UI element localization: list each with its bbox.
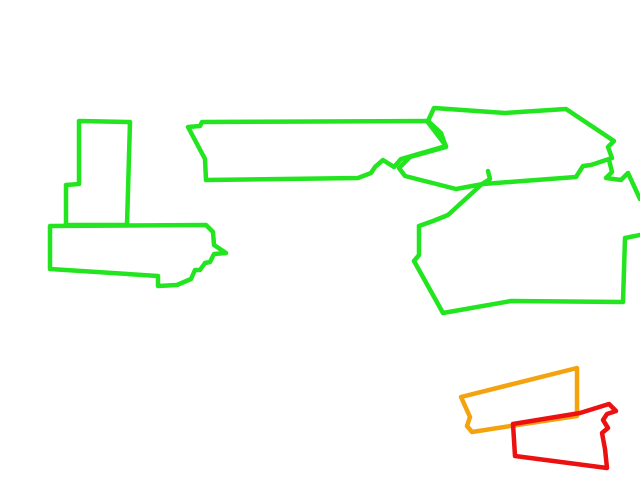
- region-c-outline: [185, 118, 449, 183]
- region-d-outline: [396, 105, 617, 192]
- region-f-outline: [411, 168, 640, 316]
- region-b-outline: [47, 222, 229, 289]
- region-e-outline: [603, 157, 640, 202]
- region-g-outline: [458, 365, 580, 435]
- region-h-outline: [510, 401, 619, 471]
